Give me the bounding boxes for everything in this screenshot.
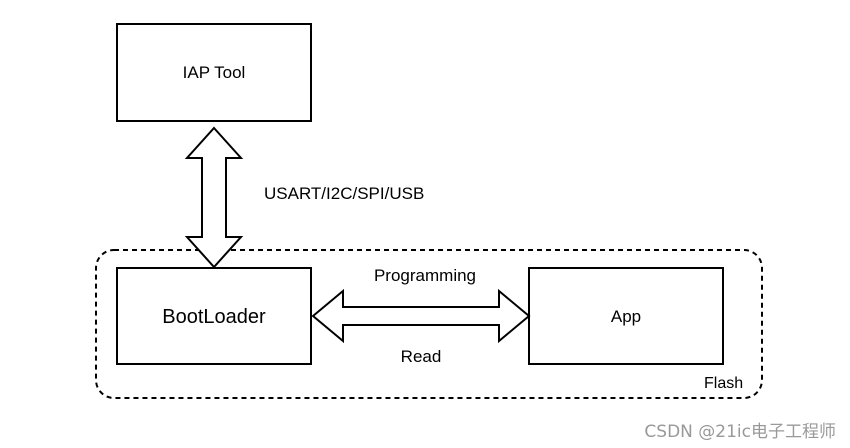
iap-tool-label: IAP Tool xyxy=(183,63,246,82)
iap-link-label: USART/I2C/SPI/USB xyxy=(264,184,424,203)
flash-region xyxy=(95,249,763,399)
bootloader-box xyxy=(116,267,312,365)
flash-label: Flash xyxy=(704,375,743,392)
iap-bootloader-double-arrow xyxy=(184,126,244,269)
programming-label: Programming xyxy=(374,266,476,285)
app-box xyxy=(528,267,724,365)
bootloader-label: BootLoader xyxy=(162,306,266,328)
watermark-text: CSDN @21ic电子工程师 xyxy=(644,422,836,442)
read-label: Read xyxy=(401,347,442,366)
iap-tool-box xyxy=(116,23,312,122)
bootloader-app-double-arrow xyxy=(311,288,531,344)
app-label: App xyxy=(611,307,641,326)
